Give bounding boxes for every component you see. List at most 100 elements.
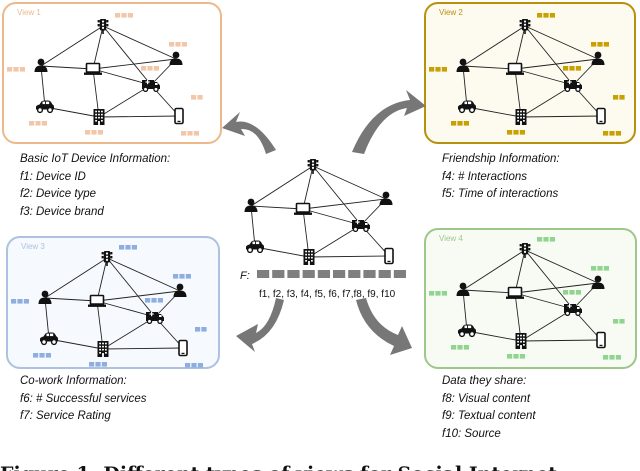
info-shared-line-f9: f9: Textual content	[442, 410, 536, 422]
view2-feature-block	[519, 130, 525, 135]
view3-feature-block	[39, 353, 45, 358]
feature-cell-f10	[393, 270, 406, 278]
info-shared-title: Data they share:	[442, 375, 526, 387]
view1-feature-block	[85, 130, 91, 135]
feature-cell-f3	[287, 270, 300, 278]
view2-feature-block	[543, 13, 549, 18]
view3-feature-block	[145, 298, 151, 303]
view1-feature-block	[181, 42, 187, 47]
view3-edge	[96, 290, 181, 302]
view4-feature-block	[613, 319, 619, 324]
view4-feature-block	[429, 291, 435, 296]
feature-cell-f6	[333, 270, 346, 278]
info-friendship-title: Friendship Information:	[442, 153, 560, 165]
view4-feature-block	[513, 354, 519, 359]
view2-feature-block	[609, 131, 615, 136]
view2-feature-block	[435, 67, 441, 72]
view1-building-icon	[93, 109, 105, 125]
view4-feature-block	[435, 291, 441, 296]
view1-feature-block	[153, 66, 159, 71]
view1-feature-block	[169, 42, 175, 47]
view1-feature-block	[115, 13, 121, 18]
center-laptop-icon	[293, 202, 313, 216]
view2-feature-block	[575, 66, 581, 71]
view4-feature-block	[569, 290, 575, 295]
view-label: View 4	[439, 234, 463, 243]
view2-feature-block	[603, 131, 609, 136]
view2-feature-block	[569, 66, 575, 71]
view4-feature-block	[457, 345, 463, 350]
view2-edge	[462, 65, 516, 70]
center-edge	[312, 165, 387, 200]
view3-feature-block	[157, 298, 163, 303]
view4-feature-block	[563, 290, 569, 295]
feature-labels: f1, f2, f3, f4, f5, f6, f7,f8, f9, f10	[259, 289, 396, 300]
view4-phone-icon	[596, 331, 606, 349]
view2-feature-block	[549, 13, 555, 18]
center-edge	[308, 224, 362, 258]
view3-feature-block	[191, 363, 197, 368]
view2-feature-block	[463, 121, 469, 126]
center-person1-icon	[244, 198, 258, 212]
info-basic-iot: Basic IoT Device Information: f1: Device…	[20, 153, 170, 218]
feature-cell-f9	[378, 270, 391, 278]
view3-feature-block	[119, 245, 125, 250]
center-edge	[308, 255, 390, 258]
center-network	[244, 159, 394, 265]
view1-feature-block	[35, 121, 41, 126]
view4-edge	[524, 249, 599, 284]
view2-edge	[520, 84, 574, 118]
view3-feature-block	[17, 299, 23, 304]
view3-feature-block	[201, 327, 207, 332]
info-cowork-title: Co-work Information:	[20, 375, 127, 387]
info-cowork-line-f6: f6: # Successful services	[20, 393, 147, 405]
view2-edge	[524, 25, 599, 60]
view-panel-frame	[6, 236, 220, 369]
view1-feature-block	[181, 131, 187, 136]
arrow-to-view-3-icon	[236, 298, 284, 352]
view4-feature-block	[507, 354, 513, 359]
view-panel-2: View 2	[424, 2, 636, 144]
view1-feature-block	[41, 121, 47, 126]
view-label: View 1	[17, 8, 41, 17]
center-edge	[250, 165, 314, 207]
view4-feature-block	[619, 319, 625, 324]
view1-feature-block	[7, 67, 13, 72]
view2-edge	[514, 68, 574, 86]
feature-cell-f4	[302, 270, 315, 278]
view1-feature-block	[191, 95, 197, 100]
view4-feature-block	[537, 237, 543, 242]
view3-feature-block	[173, 274, 179, 279]
info-shared-line-f8: f8: Visual content	[442, 393, 531, 405]
view4-edge	[514, 292, 574, 310]
view4-edge	[520, 339, 602, 342]
view3-feature-block	[151, 298, 157, 303]
view-panel-frame	[2, 2, 222, 144]
feature-cell-f2	[272, 270, 285, 278]
view1-edge	[40, 65, 94, 70]
view-panel-1: View 1	[2, 2, 222, 144]
view2-feature-block	[513, 130, 519, 135]
view3-phone-icon	[178, 339, 188, 357]
view2-feature-block	[603, 42, 609, 47]
view2-feature-block	[563, 66, 569, 71]
view4-feature-block	[597, 266, 603, 271]
view1-feature-block	[127, 13, 133, 18]
view-label: View 2	[439, 8, 463, 17]
view1-edge	[92, 58, 177, 70]
view4-feature-block	[609, 355, 615, 360]
view2-edge	[462, 65, 468, 108]
view3-feature-block	[23, 299, 29, 304]
info-basic-line-f1: f1: Device ID	[20, 171, 86, 183]
view2-feature-block	[619, 95, 625, 100]
info-basic-line-f2: f2: Device type	[20, 188, 96, 200]
view3-edge	[44, 297, 50, 340]
view4-edge	[514, 282, 599, 294]
center-car-icon	[245, 239, 265, 254]
info-friendship: Friendship Information: f4: # Interactio…	[442, 153, 560, 200]
view4-edge	[514, 249, 526, 294]
arrow-to-view-4-icon	[356, 298, 412, 355]
view3-feature-block	[197, 363, 203, 368]
figure-caption: Figure 1: Different types of views for S…	[0, 463, 557, 471]
view3-edge	[106, 257, 181, 292]
